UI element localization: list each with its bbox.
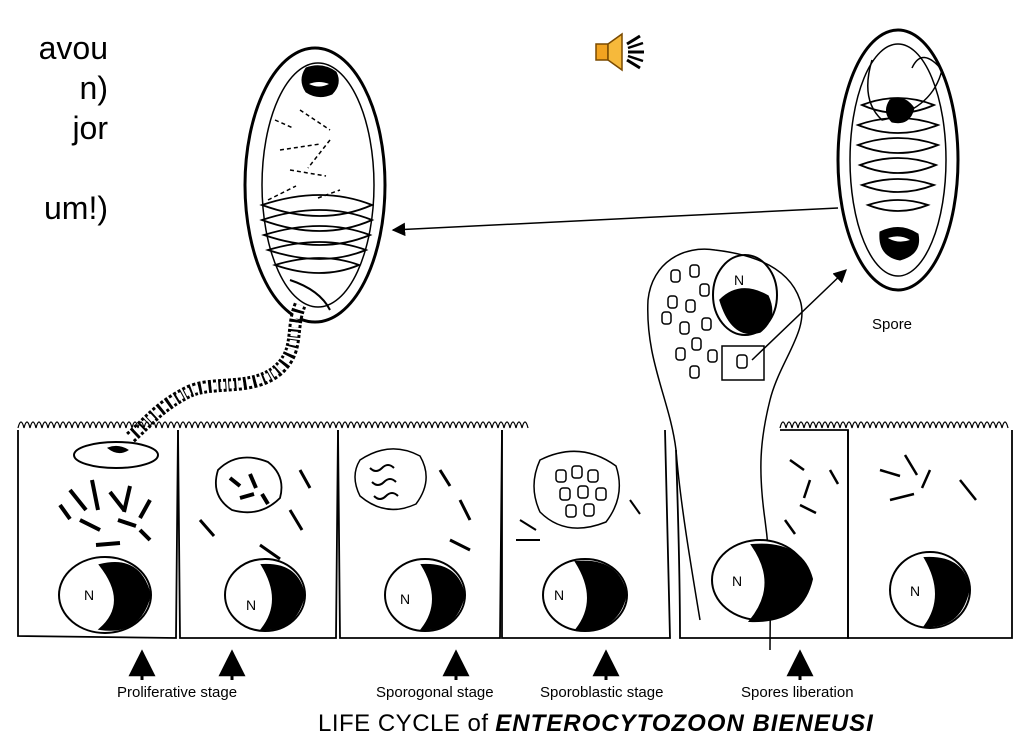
spore — [838, 30, 958, 290]
epithelial-cells — [18, 430, 1012, 638]
cell-4-contents — [516, 451, 640, 540]
sporoblastic-stage-label: Sporoblastic stage — [540, 684, 663, 701]
polar-tube — [130, 305, 300, 438]
germination-arrow — [393, 208, 838, 230]
cell-2-contents — [200, 458, 310, 560]
nucleus-label: N — [734, 272, 744, 288]
title-prefix: LIFE CYCLE of — [318, 710, 489, 737]
diagram-title: LIFE CYCLE of ENTEROCYTOZOON BIENEUSI — [318, 710, 874, 738]
spore-label: Spore — [872, 316, 912, 333]
sporogonal-stage-label: Sporogonal stage — [376, 684, 494, 701]
nucleus-label: N — [246, 597, 256, 613]
nucleus-label: N — [400, 591, 410, 607]
microvilli — [780, 422, 1008, 428]
title-organism: ENTEROCYTOZOON BIENEUSI — [495, 710, 874, 737]
nucleus-label: N — [732, 573, 742, 589]
nucleus-label: N — [554, 587, 564, 603]
spores-liberation-label: Spores liberation — [741, 684, 854, 701]
cell-1-contents — [60, 442, 158, 545]
stage-arrows — [142, 652, 800, 680]
nucleus-label: N — [910, 583, 920, 599]
nuclei — [59, 540, 970, 633]
microvilli — [18, 422, 528, 428]
proliferative-stage-label: Proliferative stage — [117, 684, 237, 701]
cell-3-contents — [355, 449, 470, 550]
germinated-spore — [245, 48, 385, 322]
cell-5-6-contents — [785, 455, 976, 534]
nucleus-label: N — [84, 587, 94, 603]
